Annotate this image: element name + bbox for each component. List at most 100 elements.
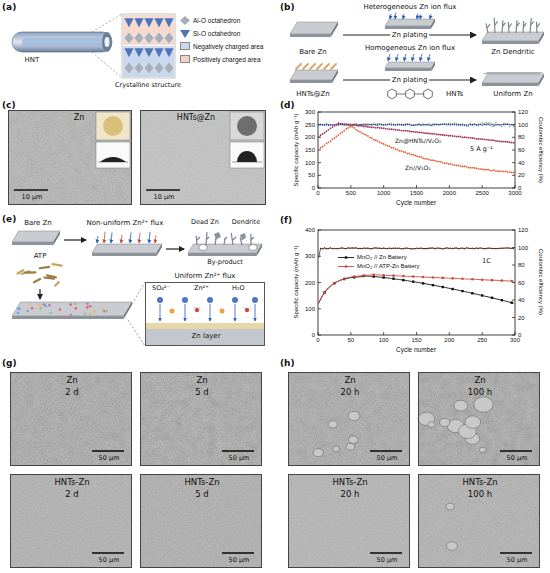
axis-label: 200 (444, 337, 454, 344)
micrograph-panel: HNTs-Zn2 d50 μm (10, 474, 132, 568)
capacity-point (397, 129, 399, 131)
capacity-point (505, 141, 507, 143)
micrograph-panel: HNTs-Zn5 d50 μm (140, 474, 262, 568)
node-label: HNTs-Zn (184, 478, 219, 488)
coating-particle (84, 312, 87, 315)
sem-texture (8, 110, 132, 205)
efficiency-point (493, 126, 495, 128)
zn-plate-edge (12, 242, 53, 245)
uniform-layer (482, 72, 544, 74)
legend-sample (180, 16, 190, 25)
panel-letter: (d) (280, 100, 295, 110)
efficiency-point (401, 124, 403, 126)
node-label: Zn (196, 376, 207, 386)
legend-entry: Negatively charged area (180, 41, 263, 51)
efficiency-point (468, 124, 470, 126)
capacity-point (400, 150, 402, 152)
node-label: HNTs-Zn (462, 478, 497, 488)
capacity-point (397, 149, 399, 151)
capacity-point (489, 169, 491, 171)
tube-end (105, 37, 110, 47)
legend-text: MnO₂ // ATP-Zn Battery (357, 263, 420, 269)
tick-mark (318, 185, 319, 188)
efficiency-point (430, 125, 432, 127)
efficiency-point (381, 124, 383, 126)
legend-text: Al-O octahedron (193, 17, 240, 24)
efficiency-point (446, 124, 448, 126)
chemical-ring (406, 89, 415, 99)
arrow (430, 14, 431, 19)
annotation: HNT (25, 56, 40, 64)
scale-bar (146, 189, 180, 191)
efficiency-point (448, 123, 450, 125)
efficiency-point (483, 124, 485, 126)
capacity-point (353, 124, 355, 126)
capacity-point (489, 139, 491, 141)
axis-label: 0 (316, 337, 319, 344)
node-label: SO₄²⁻ (152, 285, 170, 292)
legend-text: MnO₂ // Zn Battery (357, 254, 407, 260)
sem-texture (418, 372, 540, 466)
efficiency-point (407, 123, 409, 125)
tube-lumen (22, 38, 104, 46)
axis-label: 300 (305, 109, 315, 116)
zn-plate (188, 244, 262, 253)
efficiency-point (434, 124, 436, 126)
capacity-point (467, 137, 469, 139)
capacity-marker (471, 278, 474, 281)
efficiency-point (420, 124, 422, 126)
capacity-point (483, 138, 485, 140)
si-o-tetrahedron (134, 48, 144, 58)
capacity-point (343, 130, 345, 132)
capacity-point (339, 123, 341, 125)
efficiency-point (454, 124, 456, 126)
legend-sample (180, 29, 190, 38)
panel-letter: (a) (2, 2, 16, 12)
tick-mark (318, 308, 321, 309)
capacity-point (402, 130, 404, 132)
capacity-point (402, 151, 404, 153)
capacity-point (466, 136, 468, 138)
efficiency-point (383, 124, 385, 126)
legend-text: Positively charged area (193, 56, 261, 63)
coating-particle (48, 304, 51, 307)
efficiency-point (405, 124, 407, 126)
capacity-marker (343, 278, 345, 280)
zn-deposit (479, 447, 486, 452)
coating-particle (69, 303, 72, 306)
capacity-point (444, 134, 446, 136)
efficiency-point (497, 124, 499, 126)
capacity-point (503, 141, 505, 143)
efficiency-point (408, 123, 410, 125)
efficiency-point (497, 124, 499, 126)
efficiency-point (436, 124, 438, 126)
efficiency-point (369, 124, 371, 126)
efficiency-point (442, 123, 444, 125)
capacity-point (367, 135, 369, 137)
efficiency-point (493, 124, 495, 126)
arrow (97, 236, 98, 243)
efficiency-point (375, 123, 377, 125)
tick-mark (350, 185, 351, 188)
efficiency-point (507, 124, 509, 126)
efficiency-point (466, 124, 468, 126)
zn-deposit (440, 418, 450, 426)
axis-label: 1500 (410, 190, 423, 197)
capacity-point (442, 162, 444, 164)
capacity-point (334, 125, 336, 127)
capacity-point (495, 140, 497, 142)
efficiency-point (495, 122, 497, 124)
dendrite (530, 18, 534, 33)
axis-label: 120 (518, 227, 528, 234)
node-label: Zn (66, 376, 77, 386)
efficiency-point (491, 123, 493, 125)
efficiency-point (444, 123, 446, 125)
scale-bar (92, 552, 124, 554)
axis-label: Specific capacity (mAh g⁻¹) (293, 246, 300, 319)
zn-deposit (346, 443, 354, 450)
capacity-point (414, 131, 416, 133)
axis-label: 20 (518, 314, 525, 321)
efficiency-point (489, 124, 491, 126)
zn-layer (146, 329, 264, 345)
